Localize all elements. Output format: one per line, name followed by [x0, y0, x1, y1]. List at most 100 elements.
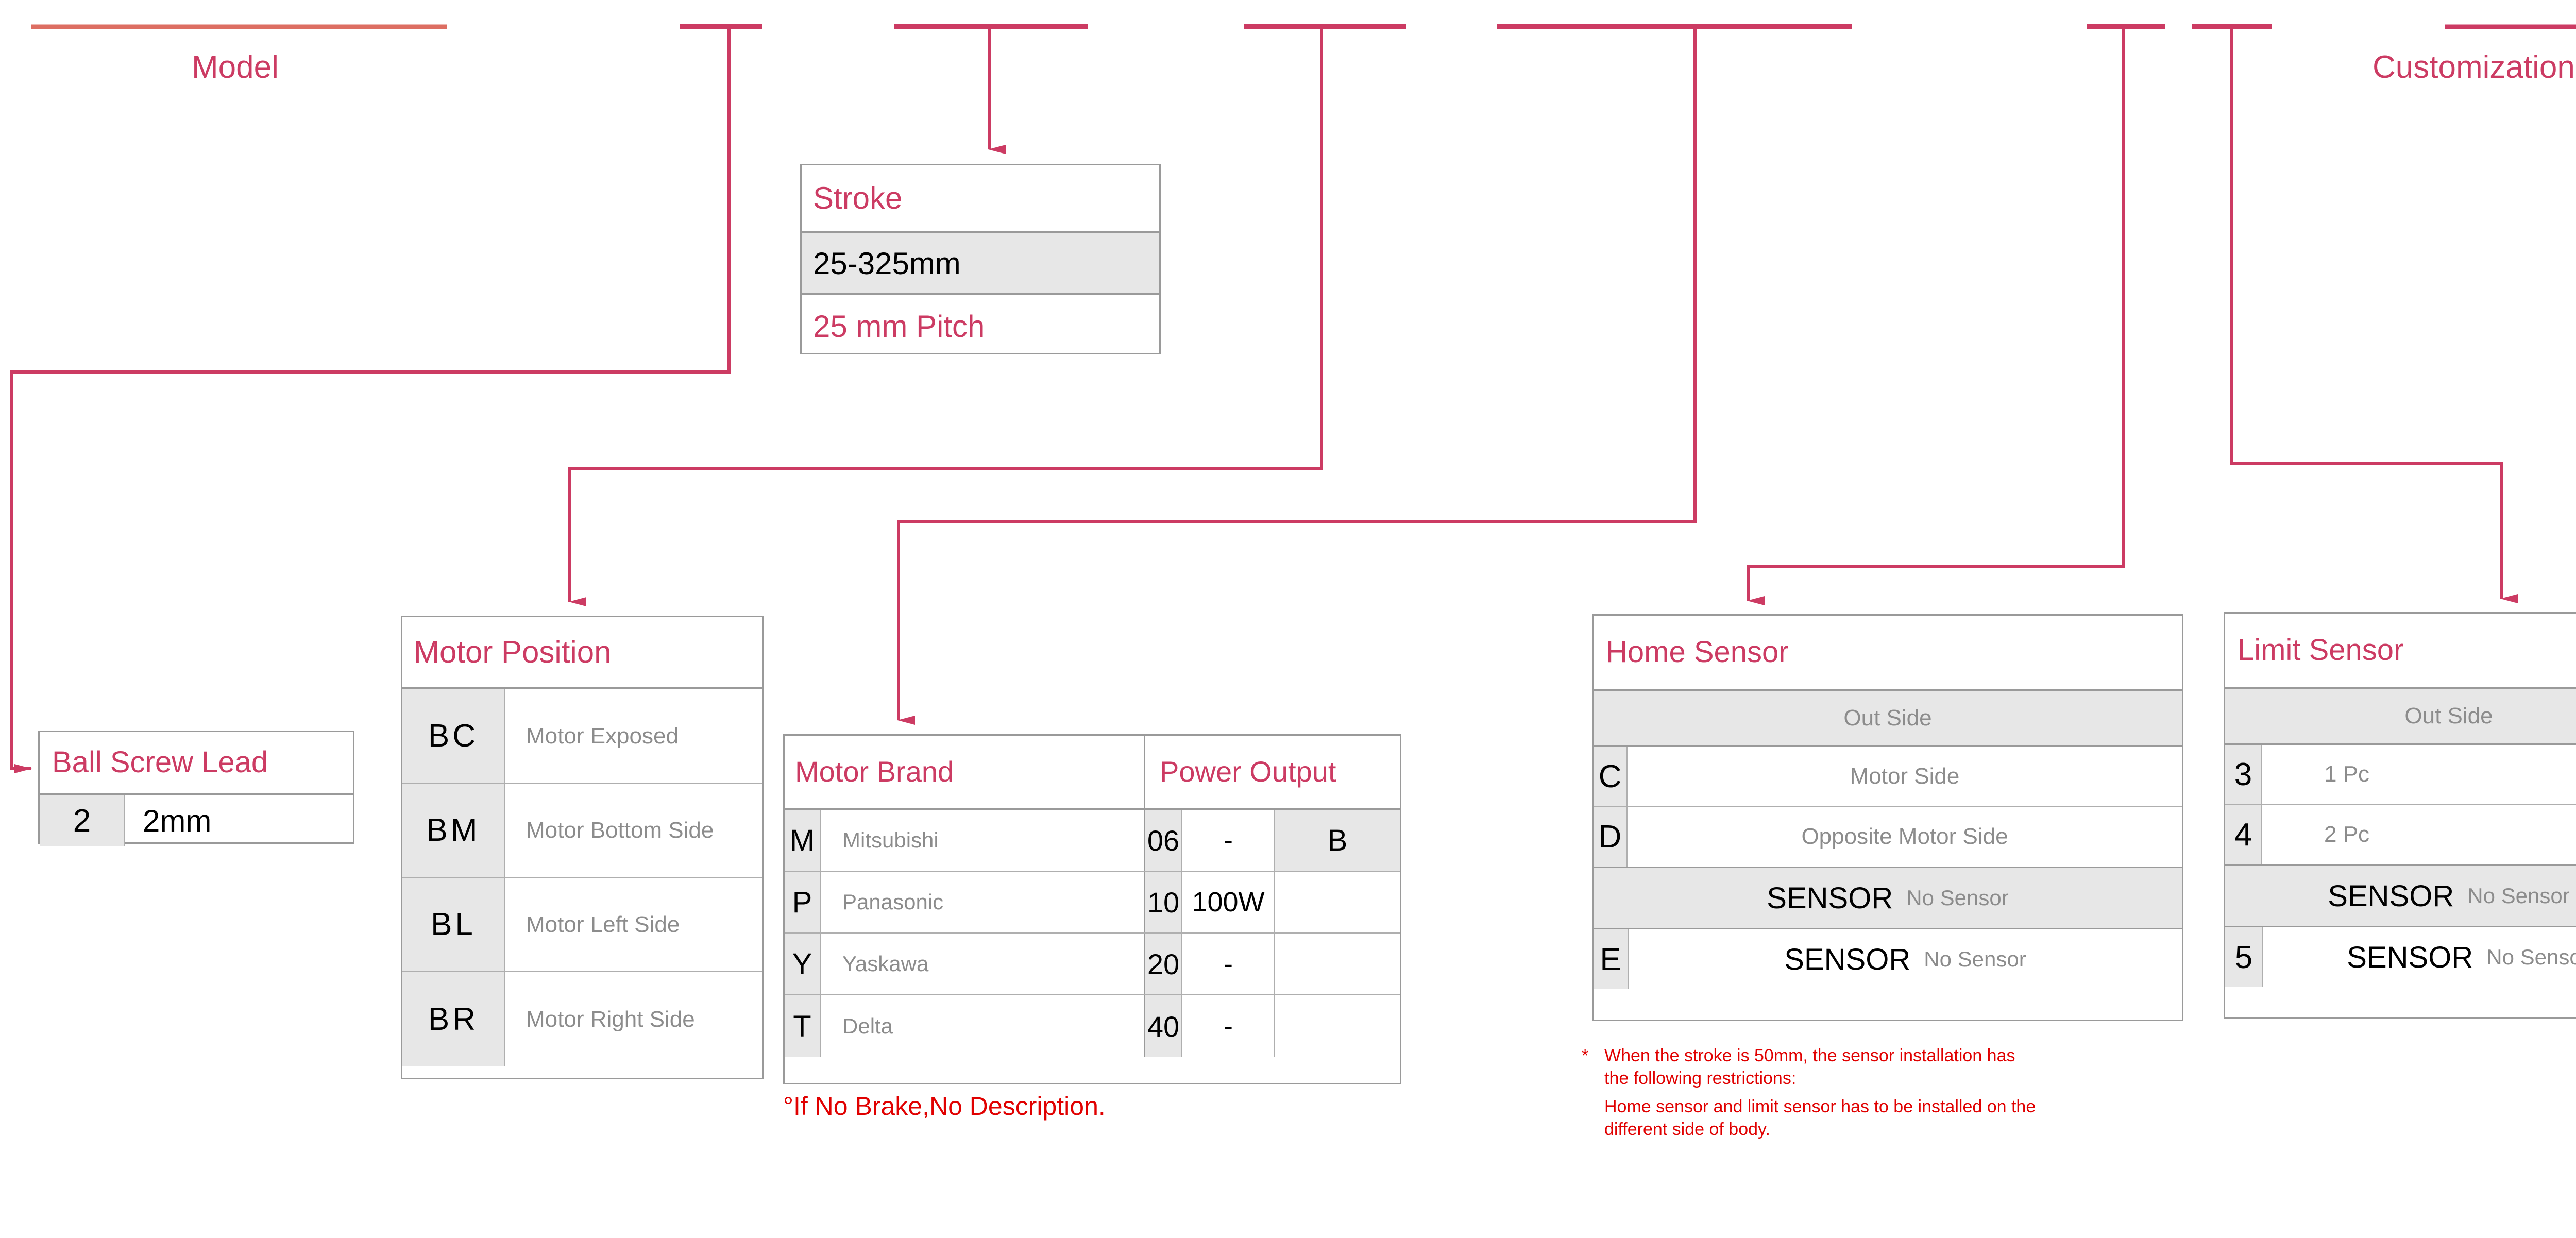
row-desc: Motor Left Side — [526, 911, 680, 937]
home-sensor-no-sensor-band: SENSOR No Sensor — [1594, 867, 2182, 929]
motor-position-title: Motor Position — [402, 617, 762, 689]
row-desc: SENSOR No Sensor — [2263, 927, 2576, 987]
row-desc: Motor Right Side — [526, 1006, 695, 1032]
brake-code — [1275, 995, 1400, 1057]
table-row: 4 2 Pc — [2225, 805, 2576, 864]
limit-sensor-band: Out Side — [2225, 689, 2576, 745]
table-row: 2 2mm — [40, 795, 353, 846]
motor-position-box: Motor Position BC Motor Exposed BM Motor… — [401, 616, 764, 1079]
table-row: P Panasonic 10 100W — [785, 872, 1400, 934]
row-code: C — [1594, 747, 1628, 806]
sensor-label: SENSOR — [1784, 942, 1911, 976]
ball-screw-lead-rows: 2 2mm — [40, 793, 353, 846]
row-code: D — [1594, 807, 1628, 867]
power-value: - — [1182, 934, 1275, 994]
table-row: 5 SENSOR No Sensor — [2225, 927, 2576, 987]
brake-code: B — [1275, 810, 1400, 871]
motor-position-rows: BC Motor Exposed BM Motor Bottom Side BL… — [402, 689, 762, 1066]
sensor-label: SENSOR — [2347, 940, 2473, 974]
motor-brand-rows: M Mitsubishi 06 - B P Panasonic 10 100W … — [785, 810, 1400, 1057]
table-row: M Mitsubishi 06 - B — [785, 810, 1400, 872]
row-desc: Opposite Motor Side — [1801, 824, 2008, 849]
no-sensor-label: No Sensor — [1906, 886, 2009, 910]
brand-name: Mitsubishi — [821, 810, 1145, 871]
power-code: 20 — [1145, 934, 1182, 994]
limit-sensor-no-sensor-band: SENSOR No Sensor — [2225, 864, 2576, 927]
brake-code — [1275, 872, 1400, 932]
row-desc: Motor Exposed — [526, 723, 679, 749]
row-desc: 2 Pc — [2324, 822, 2370, 847]
home-sensor-title: Home Sensor — [1594, 616, 2182, 691]
limit-sensor-title: Limit Sensor — [2225, 614, 2576, 689]
ball-screw-lead-title: Ball Screw Lead — [52, 745, 268, 779]
ball-screw-lead-box: Ball Screw Lead 2 2mm — [38, 731, 354, 846]
row-desc: Motor Bottom Side — [526, 817, 714, 843]
brand-code: M — [785, 810, 821, 871]
row-code: 4 — [2225, 805, 2262, 864]
row-code: BM — [402, 784, 505, 877]
brand-code: Y — [785, 934, 821, 994]
row-code: BL — [402, 878, 505, 971]
brand-name: Delta — [821, 995, 1145, 1057]
motor-brand-header: Motor Brand Power Output — [785, 736, 1400, 810]
row-desc: Motor Side — [1850, 764, 1960, 789]
note-spacer — [1582, 1090, 2148, 1096]
brand-code: T — [785, 995, 821, 1057]
stroke-title: Stroke — [802, 165, 1159, 233]
power-output-title: Power Output — [1160, 755, 1336, 788]
sensor-label: SENSOR — [2328, 879, 2454, 913]
home-sensor-rows: C Motor Side D Opposite Motor Side — [1594, 747, 2182, 867]
table-row: T Delta 40 - — [785, 995, 1400, 1057]
row-code: 2 — [40, 795, 125, 846]
brand-code: P — [785, 872, 821, 932]
stroke-range: 25-325mm — [802, 233, 1159, 295]
power-code: 10 — [1145, 872, 1182, 932]
limit-sensor-rows: 3 1 Pc 4 2 Pc — [2225, 745, 2576, 864]
home-sensor-box: Home Sensor Out Side C Motor Side D Oppo… — [1592, 614, 2183, 1021]
motor-brand-power-output-box: Motor Brand Power Output M Mitsubishi 06… — [783, 734, 1401, 1084]
row-code: BC — [402, 689, 505, 783]
power-value: - — [1182, 995, 1275, 1057]
row-code: E — [1594, 929, 1629, 989]
note-line-3: Home sensor and limit sensor has to be i… — [1604, 1097, 2036, 1117]
no-sensor-label: No Sensor — [1924, 947, 2026, 971]
label-model: Model — [192, 49, 279, 85]
brand-name: Yaskawa — [821, 934, 1145, 994]
table-row: BR Motor Right Side — [402, 972, 762, 1066]
limit-sensor-box: Limit Sensor Out Side 3 1 Pc 4 2 Pc SENS… — [2224, 612, 2576, 1019]
table-row: C Motor Side — [1594, 747, 2182, 807]
table-row: BC Motor Exposed — [402, 689, 762, 784]
table-row: 3 1 Pc — [2225, 745, 2576, 805]
table-row: D Opposite Motor Side — [1594, 807, 2182, 867]
stroke-box: Stroke 25-325mm 25 mm Pitch — [800, 164, 1161, 354]
brand-name: Panasonic — [821, 872, 1145, 932]
row-value: 2mm — [143, 803, 212, 838]
row-code: BR — [402, 972, 505, 1066]
power-value: - — [1182, 810, 1275, 871]
table-row: E SENSOR No Sensor — [1594, 929, 2182, 989]
table-row: BM Motor Bottom Side — [402, 784, 762, 878]
brake-note: °If No Brake,No Description. — [783, 1092, 1106, 1121]
table-row: Y Yaskawa 20 - — [785, 934, 1400, 995]
label-customization-order-no: Customization Order No. — [2372, 49, 2576, 85]
power-code: 40 — [1145, 995, 1182, 1057]
no-sensor-label: No Sensor — [2486, 945, 2576, 969]
note-marker: * — [1582, 1046, 1589, 1065]
table-row: BL Motor Left Side — [402, 878, 762, 972]
note-line-1: When the stroke is 50mm, the sensor inst… — [1604, 1046, 2015, 1065]
power-value: 100W — [1182, 872, 1275, 932]
no-sensor-label: No Sensor — [2467, 884, 2570, 908]
power-code: 06 — [1145, 810, 1182, 871]
row-desc: 1 Pc — [2324, 761, 2370, 787]
sensor-restriction-note: * When the stroke is 50mm, the sensor in… — [1582, 1045, 2148, 1141]
note-line-2: the following restrictions: — [1604, 1068, 1797, 1088]
row-desc: SENSOR No Sensor — [1629, 929, 2182, 989]
note-line-4: different side of body. — [1604, 1119, 1770, 1139]
home-sensor-band: Out Side — [1594, 691, 2182, 747]
row-code: 5 — [2225, 927, 2263, 987]
motor-brand-title: Motor Brand — [785, 736, 1145, 808]
row-code: 3 — [2225, 745, 2262, 804]
sensor-label: SENSOR — [1767, 881, 1893, 915]
